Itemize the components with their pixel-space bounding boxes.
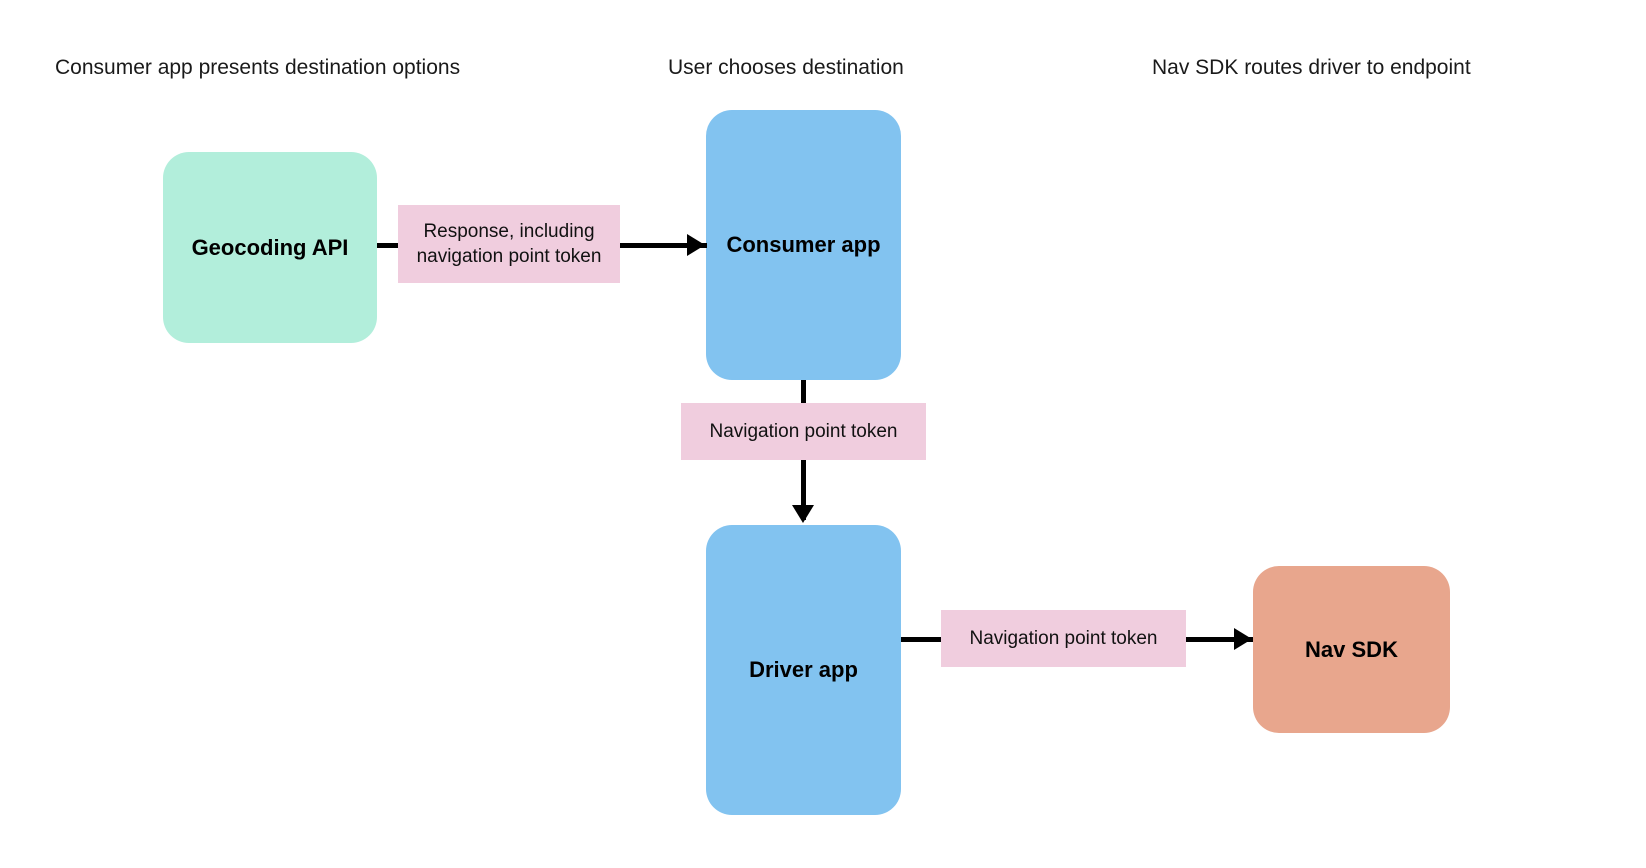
edge-label-response-navigation-point-token: Response, including navigation point tok… xyxy=(398,205,620,283)
node-driver-app[interactable]: Driver app xyxy=(706,525,901,815)
node-geocoding-api[interactable]: Geocoding API xyxy=(163,152,377,343)
node-consumer-app-label: Consumer app xyxy=(726,232,881,257)
caption-consumer-app-presents: Consumer app presents destination option… xyxy=(55,56,461,79)
caption-user-chooses-destination: User chooses destination xyxy=(668,56,904,79)
edge-label-navigation-point-token-vertical-text: Navigation point token xyxy=(709,421,898,442)
arrowhead-driver-to-navsdk xyxy=(1234,628,1252,650)
node-driver-app-label: Driver app xyxy=(749,657,858,682)
arrowhead-geocoding-to-consumer xyxy=(687,234,705,256)
edge-label-navigation-point-token-vertical: Navigation point token xyxy=(681,403,926,460)
caption-nav-sdk-routes-driver: Nav SDK routes driver to endpoint xyxy=(1152,56,1471,79)
node-nav-sdk[interactable]: Nav SDK xyxy=(1253,566,1450,733)
edge-label-response-navigation-point-token-text: Response, including navigation point tok… xyxy=(416,221,602,267)
node-geocoding-api-label: Geocoding API xyxy=(191,234,349,260)
edge-label-navigation-point-token-horizontal: Navigation point token xyxy=(941,610,1186,667)
node-nav-sdk-label: Nav SDK xyxy=(1305,636,1398,662)
node-consumer-app[interactable]: Consumer app xyxy=(706,110,901,380)
edge-label-navigation-point-token-horizontal-text: Navigation point token xyxy=(969,628,1158,649)
arrowhead-consumer-to-driver xyxy=(792,505,814,523)
